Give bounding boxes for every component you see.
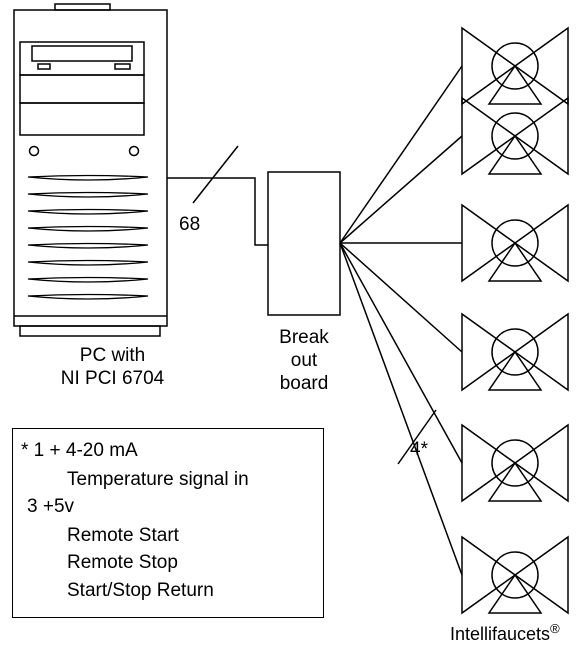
valve-2 xyxy=(461,96,569,176)
note-line-2: Temperature signal in xyxy=(67,469,249,490)
breakout-board-caption: Break out board xyxy=(262,326,346,395)
breakout-board xyxy=(267,171,341,316)
pc-caption: PC with NI PCI 6704 xyxy=(35,344,190,390)
breakout-caption-line2: out xyxy=(290,350,318,371)
pc-vent-grille xyxy=(27,174,149,300)
valve-4 xyxy=(461,312,569,392)
notes-box: * 1 + 4-20 mA Temperature signal in 3 +5… xyxy=(12,428,324,618)
note-line-6: Start/Stop Return xyxy=(67,580,214,601)
cable-68 xyxy=(167,145,268,246)
cable-68-label: 68 xyxy=(179,214,201,235)
valves-caption: Intellifaucets® xyxy=(450,618,560,645)
valve-1 xyxy=(461,26,569,106)
pc-tower xyxy=(13,3,168,337)
note-line-5: Remote Stop xyxy=(67,552,178,573)
breakout-caption-line1: Break xyxy=(279,327,329,348)
note-line-4: Remote Start xyxy=(67,525,179,546)
note-line-1: * 1 + 4-20 mA xyxy=(21,440,138,461)
valves-caption-text: Intellifaucets xyxy=(450,624,551,644)
pc-caption-line1: PC with xyxy=(79,345,146,366)
valve-5 xyxy=(461,423,569,503)
valve-cables xyxy=(339,65,463,576)
note-line-3: 3 +5v xyxy=(27,496,75,517)
registered-mark: ® xyxy=(550,621,560,636)
breakout-caption-line3: board xyxy=(279,373,329,394)
valve-3 xyxy=(461,203,569,283)
valve-6 xyxy=(461,535,569,615)
cable-4-label: 4* xyxy=(410,439,428,460)
pc-caption-line2: NI PCI 6704 xyxy=(60,368,165,389)
